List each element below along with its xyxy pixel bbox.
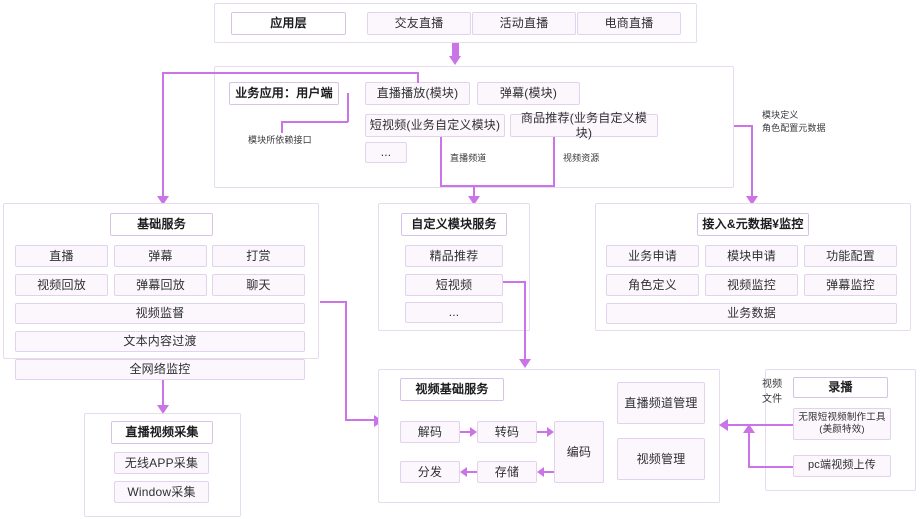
basic-item-network-monitor[interactable]: 全网络监控 [15, 359, 305, 380]
annotation-video-resource: 视频资源 [563, 153, 600, 163]
access-item-danmu-monitor[interactable]: 弹幕监控 [804, 274, 897, 296]
capture-item-window[interactable]: Window采集 [114, 481, 209, 503]
recording-title: 录播 [793, 377, 888, 398]
access-item-role-define[interactable]: 角色定义 [606, 274, 699, 296]
connector-to-basic-service-arrow [157, 196, 169, 205]
connector-liveplay-to-basic-h [162, 72, 418, 74]
access-item-video-monitor[interactable]: 视频监控 [705, 274, 798, 296]
annotation-live-channel: 直播频道 [450, 153, 487, 163]
live-capture-title: 直播视频采集 [111, 421, 213, 444]
connector-interface-up [347, 93, 349, 122]
basic-item-danmu[interactable]: 弹幕 [114, 245, 207, 267]
connector-app-to-business-arrow [449, 56, 461, 65]
module-short-video[interactable]: 短视频(业务自定义模块) [365, 114, 505, 137]
connector-to-capture-arrow [157, 405, 169, 414]
connector-recording-pc-arrow [743, 424, 755, 433]
connector-to-custom-service-arrow [468, 196, 480, 205]
arrow-transcode-encode [547, 427, 554, 437]
connector-liveplay-to-basic-v [162, 72, 164, 198]
custom-module-service-title: 自定义模块服务 [401, 213, 507, 236]
annotation-video-file: 视频 文件 [762, 379, 783, 405]
connector-custom-shortvideo-v [524, 281, 526, 361]
connector-basic-to-capture-v [162, 380, 164, 407]
basic-item-text-filter[interactable]: 文本内容过渡 [15, 331, 305, 352]
custom-item-short-video[interactable]: 短视频 [405, 274, 503, 296]
pipeline-encode[interactable]: 编码 [554, 421, 604, 483]
basic-item-video-supervise[interactable]: 视频监督 [15, 303, 305, 324]
connector-shortvideo-down [440, 137, 442, 187]
module-danmu[interactable]: 弹幕(模块) [477, 82, 580, 105]
pipeline-transcode[interactable]: 转码 [477, 421, 537, 443]
app-item-jiaoyou[interactable]: 交友直播 [367, 12, 471, 35]
app-item-dianshang[interactable]: 电商直播 [577, 12, 681, 35]
connector-recording-to-video-arrow [719, 419, 728, 431]
access-item-module-apply[interactable]: 模块申请 [705, 245, 798, 267]
pipeline-decode[interactable]: 解码 [400, 421, 460, 443]
connector-recording-pc-h [748, 466, 793, 468]
connector-product-down [553, 137, 555, 185]
connector-basic-to-video-h1 [320, 301, 347, 303]
connector-product-h [475, 185, 555, 187]
arrow-decode-transcode-line [460, 431, 471, 433]
basic-item-chat[interactable]: 聊天 [212, 274, 305, 296]
module-live-play[interactable]: 直播播放(模块) [365, 82, 470, 105]
basic-service-title: 基础服务 [110, 213, 213, 236]
custom-item-more[interactable]: ... [405, 302, 503, 323]
management-live-channel[interactable]: 直播频道管理 [617, 382, 705, 424]
access-item-business-data[interactable]: 业务数据 [606, 303, 897, 324]
connector-shortvideo-h [440, 185, 475, 187]
business-application-title: 业务应用：用户端 [229, 82, 339, 105]
basic-item-danmu-replay[interactable]: 弹幕回放 [114, 274, 207, 296]
app-item-huodong[interactable]: 活动直播 [472, 12, 576, 35]
arrow-storage-distribute-line [466, 471, 477, 473]
annotation-module-metadata: 模块定义 角色配置元数据 [762, 110, 826, 134]
application-layer-panel: 应用层 交友直播 活动直播 电商直播 [214, 3, 697, 43]
pipeline-distribute[interactable]: 分发 [400, 461, 460, 483]
recording-item-pc-upload[interactable]: pc端视频上传 [793, 455, 891, 477]
module-more[interactable]: ... [365, 142, 407, 163]
arrow-storage-distribute [460, 467, 467, 477]
connector-custom-to-video-arrow [519, 359, 531, 368]
connector-interface-h [281, 121, 348, 123]
connector-basic-to-video-v [345, 301, 347, 421]
access-item-function-config[interactable]: 功能配置 [804, 245, 897, 267]
pipeline-storage[interactable]: 存储 [477, 461, 537, 483]
access-item-business-apply[interactable]: 业务申请 [606, 245, 699, 267]
management-video[interactable]: 视频管理 [617, 438, 705, 480]
video-basic-service-title: 视频基础服务 [400, 378, 504, 401]
application-layer-title: 应用层 [231, 12, 346, 35]
connector-interface-v [281, 121, 283, 133]
custom-item-recommend[interactable]: 精品推荐 [405, 245, 503, 267]
annotation-module-interface: 模块所依赖接口 [248, 135, 312, 145]
arrow-encode-storage [537, 467, 544, 477]
access-metadata-title: 接入&元数据¥监控 [697, 213, 809, 236]
basic-item-zhibo[interactable]: 直播 [15, 245, 108, 267]
connector-app-to-business-stem [452, 43, 459, 57]
connector-recording-tool-h [728, 424, 793, 426]
arrow-encode-storage-line [543, 471, 554, 473]
connector-business-to-access-v [751, 125, 753, 198]
connector-custom-shortvideo-h [503, 281, 526, 283]
arrow-decode-transcode [470, 427, 477, 437]
connector-liveplay-down-stub [417, 72, 419, 83]
connector-to-access-arrow [746, 196, 758, 205]
connector-custom-service-up [473, 185, 475, 198]
connector-basic-to-video-h2 [345, 419, 376, 421]
capture-item-wireless-app[interactable]: 无线APP采集 [114, 452, 209, 474]
recording-item-short-video-tool[interactable]: 无限短视频制作工具 (美颜特效) [793, 408, 891, 440]
connector-business-to-access-h [734, 125, 753, 127]
basic-item-video-replay[interactable]: 视频回放 [15, 274, 108, 296]
arrow-transcode-encode-line [537, 431, 548, 433]
connector-recording-pc-v [748, 432, 750, 468]
module-product-recommend[interactable]: 商品推荐(业务自定义模块) [510, 111, 658, 140]
basic-item-dashang[interactable]: 打赏 [212, 245, 305, 267]
